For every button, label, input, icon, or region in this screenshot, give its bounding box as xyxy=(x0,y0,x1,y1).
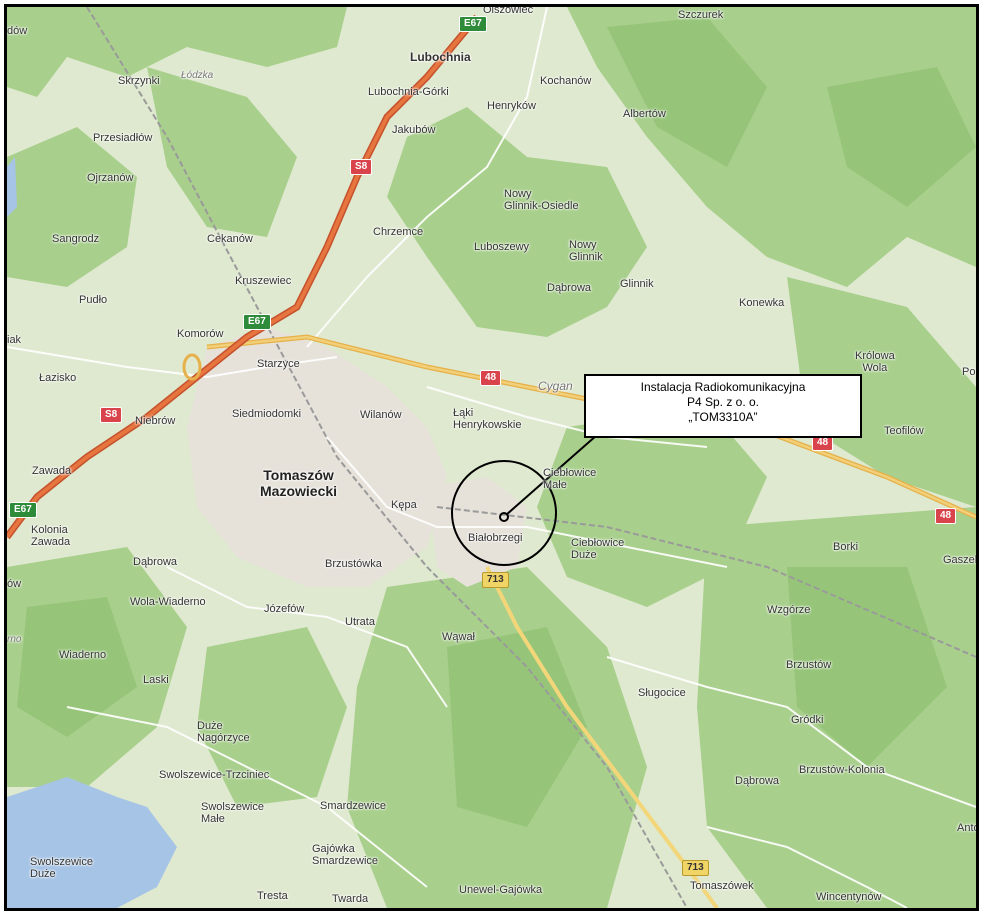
place-label: Duże Nagórzyce xyxy=(197,720,250,744)
place-label: Konewka xyxy=(739,297,785,309)
place-label: Sługocice xyxy=(638,687,686,699)
place-label: Gaszek xyxy=(943,554,979,566)
place-label: Łąki Henrykowskie xyxy=(453,407,522,431)
place-label: Anto xyxy=(957,822,979,834)
place-label: Chrzemce xyxy=(373,226,424,238)
road-shield-48: 48 xyxy=(480,370,502,386)
place-label: Teofilów xyxy=(884,425,924,437)
place-label: Smardzewice xyxy=(320,800,387,812)
city-label-tomaszow-mazowiecki: Tomaszów Mazowiecki xyxy=(260,467,338,499)
map-base-layer xyxy=(7,7,976,908)
place-label: Nowy Glinnik-Osiedle xyxy=(504,188,579,212)
place-label: Wzgórze xyxy=(767,604,811,616)
map-view[interactable]: E67 E67 E67 S8 S8 48 48 48 713 713 Olszo… xyxy=(4,4,979,911)
road-shield-e67: E67 xyxy=(459,16,487,32)
road-shield-e67: E67 xyxy=(9,502,37,518)
place-label: Henryków xyxy=(487,100,536,112)
place-label: Lubochnia xyxy=(410,50,471,64)
place-label: Pudło xyxy=(79,294,108,306)
place-label: Tresta xyxy=(257,890,288,902)
road-name-label: Łódzka xyxy=(181,70,214,81)
place-label: Wola-Wiaderno xyxy=(130,596,206,608)
place-label: Gajówka Smardzewice xyxy=(312,843,379,867)
place-label: Starzyce xyxy=(257,358,300,370)
place-label: Królowa Wola xyxy=(855,350,895,374)
place-label: Niebrów xyxy=(135,415,176,427)
place-label-bialobrzegi: Białobrzegi xyxy=(468,532,523,544)
place-label: iak xyxy=(7,334,22,346)
road-shield-s8: S8 xyxy=(350,159,373,175)
place-label: ów xyxy=(7,578,22,590)
callout-line-company: P4 Sp. z o. o. xyxy=(686,395,760,409)
place-label: Kochanów xyxy=(540,75,592,87)
place-label: Luboszewy xyxy=(474,241,530,253)
place-label: Dąbrowa xyxy=(547,282,592,294)
place-label: Ciebłowice Duże xyxy=(571,537,625,561)
place-label: Swolszewice Małe xyxy=(201,801,264,825)
place-label: Dąbrowa xyxy=(735,775,780,787)
place-label: dów xyxy=(7,25,28,37)
place-label: Zawada xyxy=(32,465,72,477)
place-label: rno xyxy=(7,634,22,645)
place-label: Brzustów-Kolonia xyxy=(799,764,885,776)
place-label: Wilanów xyxy=(360,409,402,421)
place-label: Utrata xyxy=(345,616,375,628)
place-label: Po xyxy=(962,366,976,378)
place-label: Szczurek xyxy=(678,9,724,21)
road-shield-e67: E67 xyxy=(243,314,271,330)
place-label: Borki xyxy=(833,541,859,553)
place-label: Kruszewiec xyxy=(235,275,292,287)
place-label: Glinnik xyxy=(620,278,654,290)
place-label: Brzustówka xyxy=(325,558,382,570)
place-label: Kolonia Zawada xyxy=(31,524,71,548)
place-label: Nowy Glinnik xyxy=(569,239,603,263)
place-label: Jakubów xyxy=(392,124,436,136)
place-label: Wincentynów xyxy=(816,891,882,903)
place-label: Gródki xyxy=(791,714,824,726)
callout-line-code: „TOM3310A” xyxy=(688,410,758,424)
place-label: Lubochnia-Górki xyxy=(368,86,449,98)
place-label: Skrzynki xyxy=(118,75,160,87)
road-shield-713: 713 xyxy=(482,572,509,588)
place-label: Albertów xyxy=(623,108,666,120)
place-label: Komorów xyxy=(177,328,224,340)
place-label: Siedmiodomki xyxy=(232,408,302,420)
place-label: Dąbrowa xyxy=(133,556,178,568)
place-label: Łazisko xyxy=(39,372,77,384)
callout-line-title: Instalacja Radiokomunikacyjna xyxy=(640,380,806,394)
place-label: Laski xyxy=(143,674,169,686)
place-label: Brzustów xyxy=(786,659,832,671)
place-label: Tomaszówek xyxy=(690,880,754,892)
place-label: Józefów xyxy=(264,603,305,615)
place-label: Swolszewice Duże xyxy=(30,856,93,880)
road-name-label: Cygan xyxy=(538,379,573,393)
installation-callout-box: Instalacja Radiokomunikacyjna P4 Sp. z o… xyxy=(584,374,862,438)
place-label: Kępa xyxy=(391,499,417,511)
place-label: Wiaderno xyxy=(59,649,107,661)
place-label: Przesiadłów xyxy=(93,132,153,144)
place-label: Ciebłowice Małe xyxy=(543,467,597,491)
place-label: Wąwał xyxy=(442,631,476,643)
road-shield-713: 713 xyxy=(682,860,709,876)
place-label: Olszowiec xyxy=(483,4,534,16)
place-label: Swolszewice-Trzciniec xyxy=(159,769,270,781)
place-label: Unewel-Gajówka xyxy=(459,884,543,896)
place-label: Cekanów xyxy=(207,233,253,245)
place-label: Sangrodz xyxy=(52,233,100,245)
place-label: Ojrzanów xyxy=(87,172,134,184)
place-label: Twarda xyxy=(332,893,369,905)
road-shield-48: 48 xyxy=(935,508,957,524)
road-shield-s8: S8 xyxy=(100,407,123,423)
